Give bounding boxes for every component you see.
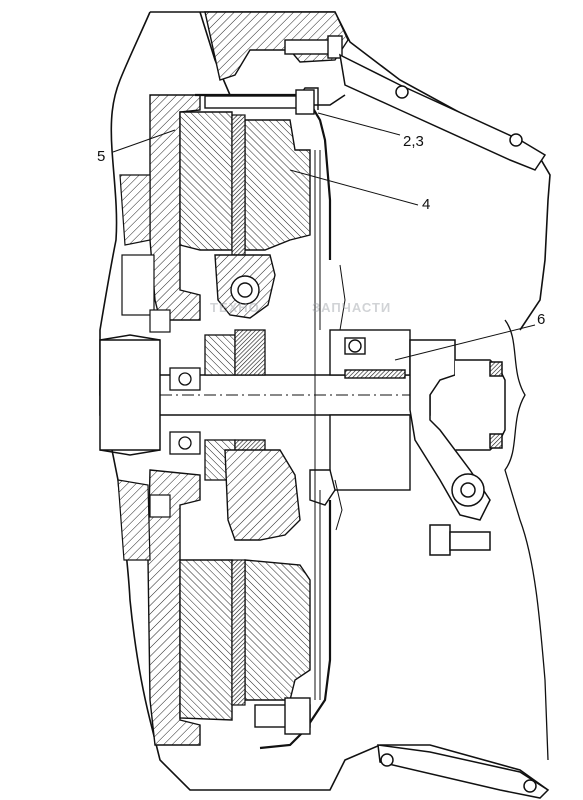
callout-4: 4 <box>422 196 431 213</box>
release-bearing <box>329 329 411 491</box>
top-bolt <box>284 39 331 55</box>
housing-wall-left-lower <box>117 479 151 561</box>
cover-spring-lines <box>314 150 346 700</box>
release-lever-lower <box>224 449 336 541</box>
gearbox-bearing-cap <box>455 359 506 451</box>
top-flange-section <box>204 11 349 81</box>
flywheel-section-lower <box>147 469 201 746</box>
friction-disc-lower <box>231 559 246 706</box>
top-cover-plate <box>339 53 547 171</box>
clutch-cover <box>195 93 332 750</box>
cover-bolt-lower <box>254 697 311 735</box>
pilot-bearing <box>169 367 201 455</box>
pressure-plate-upper <box>244 119 311 251</box>
bottom-cover-plate <box>377 744 550 799</box>
pressure-plate-lower-b <box>179 559 233 721</box>
release-fork <box>409 339 491 556</box>
top-bolt-head <box>327 35 343 59</box>
cover-bolt-upper <box>204 89 315 115</box>
housing-wall-left-upper <box>119 174 151 246</box>
pressure-plate-lower <box>244 559 311 701</box>
leader-lines <box>112 112 536 361</box>
friction-disc-upper <box>231 114 246 256</box>
callout-6: 6 <box>537 311 546 328</box>
starter-ring-details <box>121 254 171 518</box>
release-lever-upper <box>214 254 276 319</box>
pressure-plate-upper-b <box>179 111 233 251</box>
watermark-text-1: ТЕХНО <box>210 300 260 315</box>
callout-2-3: 2,3 <box>403 133 424 150</box>
housing-break-line <box>504 319 549 761</box>
watermark-text-2: ЗАПЧАСТИ <box>312 300 392 315</box>
callout-5: 5 <box>97 148 106 165</box>
